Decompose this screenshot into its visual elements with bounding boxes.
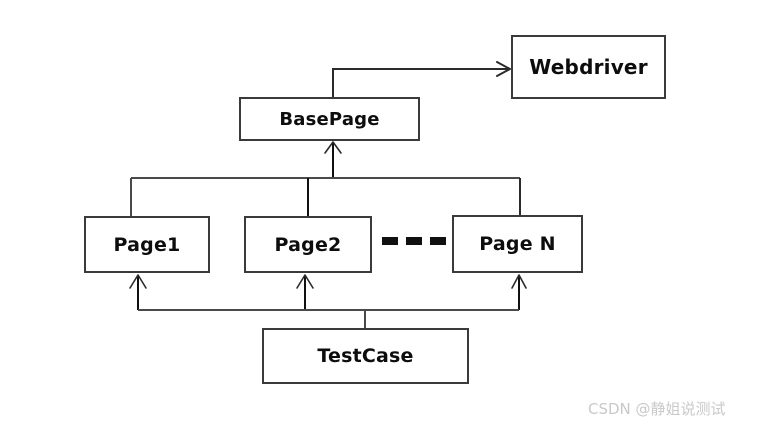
node-testcase-label: TestCase bbox=[317, 345, 414, 367]
more-pages-ellipsis bbox=[382, 236, 446, 246]
ellipsis-dash-3 bbox=[430, 237, 446, 245]
node-page2[interactable]: Page2 bbox=[244, 216, 372, 273]
edge-testcase-bus bbox=[138, 309, 519, 329]
edge-testcase-to-pagen bbox=[511, 274, 527, 310]
edge-testcase-to-page1 bbox=[129, 274, 147, 310]
csdn-watermark: CSDN @静姐说测试 bbox=[588, 400, 726, 418]
node-page1[interactable]: Page1 bbox=[84, 216, 210, 273]
node-page-n-label: Page N bbox=[479, 233, 556, 255]
node-testcase[interactable]: TestCase bbox=[262, 328, 469, 384]
edge-pages-to-basepage bbox=[324, 141, 342, 178]
edge-pages-bus bbox=[130, 177, 521, 216]
edge-basepage-to-webdriver bbox=[332, 61, 511, 97]
node-webdriver-label: Webdriver bbox=[529, 55, 648, 79]
node-basepage-label: BasePage bbox=[279, 108, 380, 130]
edge-testcase-to-page2 bbox=[296, 274, 314, 310]
node-page1-label: Page1 bbox=[113, 233, 181, 256]
node-webdriver[interactable]: Webdriver bbox=[511, 35, 666, 99]
node-page2-label: Page2 bbox=[274, 233, 342, 256]
ellipsis-dash-2 bbox=[406, 237, 422, 245]
ellipsis-dash-1 bbox=[382, 237, 398, 245]
node-basepage[interactable]: BasePage bbox=[239, 97, 420, 141]
node-page-n[interactable]: Page N bbox=[452, 215, 583, 273]
